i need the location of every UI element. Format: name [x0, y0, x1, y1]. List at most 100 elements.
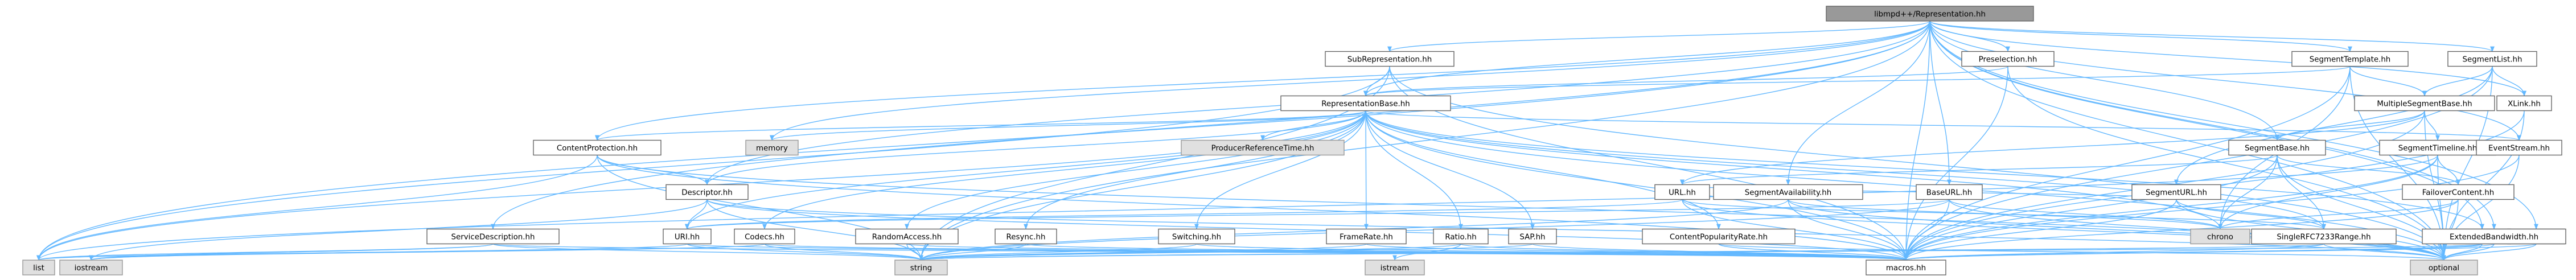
edge-SegmentTimeline-to-macros — [1904, 155, 2438, 261]
node-label-SegmentURL: SegmentURL.hh — [2146, 188, 2207, 197]
node-box-RandomAccess — [855, 228, 959, 245]
edge-root-to-BaseURL — [1929, 20, 1951, 186]
node-RandomAccess[interactable]: RandomAccess.hh — [855, 228, 959, 245]
node-box-ExtendedBandwidth — [2422, 228, 2566, 245]
edge-SegmentURL-to-macros — [1904, 199, 2177, 261]
node-box-SubRepresentation — [1325, 51, 1455, 67]
node-label-istream: istream — [1381, 264, 1410, 273]
node-string: string — [894, 260, 948, 275]
edge-ContentPopularityRate-to-macros — [1718, 243, 1908, 261]
node-memory: memory — [745, 139, 799, 156]
node-box-Resync — [995, 228, 1057, 245]
edge-ServiceDescription-to-string — [492, 243, 923, 261]
node-box-macros — [1866, 260, 1946, 275]
edge-Codecs-to-string — [764, 243, 923, 261]
node-Ratio[interactable]: Ratio.hh — [1433, 228, 1489, 245]
node-box-Switching — [1158, 228, 1235, 245]
node-macros[interactable]: macros.hh — [1866, 260, 1946, 275]
node-URL[interactable]: URL.hh — [1654, 184, 1710, 200]
node-box-URI — [663, 228, 712, 245]
edge-Descriptor-to-macros — [706, 199, 1908, 261]
node-label-Preselection: Preselection.hh — [1979, 55, 2037, 64]
edge-root-to-SubRepresentation — [1387, 20, 1930, 52]
edge-URI-to-string — [687, 243, 923, 261]
node-chrono: chrono — [2190, 228, 2250, 245]
edge-Preselection-to-RepresentationBase — [1363, 65, 2008, 97]
node-SegmentAvailability[interactable]: SegmentAvailability.hh — [1713, 184, 1863, 200]
edge-root-to-ContentProtection — [595, 20, 1930, 141]
edge-FailoverContent-to-macros — [1904, 199, 2459, 261]
node-label-XLink: XLink.hh — [2508, 100, 2541, 108]
node-box-RepresentationBase — [1280, 95, 1451, 112]
edge-ExtendedBandwidth-to-macros — [1904, 243, 2495, 261]
node-RepresentationBase[interactable]: RepresentationBase.hh — [1280, 95, 1451, 112]
node-box-Descriptor — [665, 184, 749, 200]
edge-MultipleSegmentBase-to-URL — [1680, 110, 2425, 186]
node-box-XLink — [2496, 95, 2552, 112]
node-ExtendedBandwidth[interactable]: ExtendedBandwidth.hh — [2422, 228, 2566, 245]
node-Preselection[interactable]: Preselection.hh — [1961, 51, 2055, 67]
node-FailoverContent[interactable]: FailoverContent.hh — [2402, 184, 2515, 200]
edge-BaseURL-to-URI — [685, 199, 1950, 230]
edge-SegmentList-to-MultipleSegmentBase — [2422, 66, 2493, 97]
node-box-list — [22, 260, 55, 275]
node-label-SubRepresentation: SubRepresentation.hh — [1347, 55, 1432, 64]
node-box-SegmentURL — [2131, 184, 2221, 200]
nodes-layer: libmpd++/Representation.hhSubRepresentat… — [22, 6, 2566, 275]
node-box-Ratio — [1433, 228, 1489, 245]
node-ContentProtection[interactable]: ContentProtection.hh — [533, 139, 662, 156]
node-ContentPopularityRate[interactable]: ContentPopularityRate.hh — [1642, 228, 1796, 245]
node-box-SegmentAvailability — [1713, 184, 1863, 200]
edge-SegmentBase-to-URL — [1680, 154, 2278, 186]
node-box-istream — [1365, 260, 1425, 275]
node-SAP[interactable]: SAP.hh — [1508, 228, 1557, 245]
node-Resync[interactable]: Resync.hh — [995, 228, 1057, 245]
node-box-FailoverContent — [2402, 184, 2515, 200]
node-XLink[interactable]: XLink.hh — [2496, 95, 2552, 112]
edge-root-to-list — [36, 20, 1930, 261]
node-SingleRFC7233Range[interactable]: SingleRFC7233Range.hh — [2251, 228, 2397, 245]
node-EventStream[interactable]: EventStream.hh — [2476, 139, 2562, 156]
node-SegmentBase[interactable]: SegmentBase.hh — [2228, 139, 2326, 156]
edge-RepresentationBase-to-memory — [770, 110, 1366, 141]
edge-root-to-SegmentAvailability — [1786, 20, 1930, 186]
node-SegmentTemplate[interactable]: SegmentTemplate.hh — [2291, 51, 2409, 67]
node-SegmentList[interactable]: SegmentList.hh — [2447, 51, 2537, 67]
node-label-RandomAccess: RandomAccess.hh — [872, 233, 942, 241]
node-BaseURL[interactable]: BaseURL.hh — [1916, 184, 1983, 200]
edge-RepresentationBase-to-RandomAccess — [905, 110, 1366, 230]
edge-EventStream-to-macros — [1904, 155, 2520, 261]
edge-SegmentBase-to-macros — [1904, 155, 2278, 261]
edge-RepresentationBase-to-Label — [1365, 110, 2484, 230]
node-ServiceDescription[interactable]: ServiceDescription.hh — [426, 228, 560, 245]
node-root[interactable]: libmpd++/Representation.hh — [1826, 6, 2034, 22]
edge-Subset-to-optional — [2442, 243, 2537, 261]
node-label-MultipleSegmentBase: MultipleSegmentBase.hh — [2377, 100, 2472, 108]
edge-SegmentList-to-XLink — [2492, 66, 2526, 97]
edge-RepresentationBase-to-macros — [1365, 110, 1908, 261]
node-Codecs[interactable]: Codecs.hh — [734, 228, 795, 245]
node-SubRepresentation[interactable]: SubRepresentation.hh — [1325, 51, 1455, 67]
node-Switching[interactable]: Switching.hh — [1158, 228, 1235, 245]
node-URI[interactable]: URI.hh — [663, 228, 712, 245]
edge-RepresentationBase-to-Codecs — [762, 110, 1366, 230]
edge-SingleRFC7233Range-to-macros — [1904, 243, 2324, 261]
node-FrameRate[interactable]: FrameRate.hh — [1326, 228, 1407, 245]
node-label-ProducerReferenceTime: ProducerReferenceTime.hh — [1211, 144, 1314, 153]
node-label-RepresentationBase: RepresentationBase.hh — [1321, 100, 1410, 108]
node-Descriptor[interactable]: Descriptor.hh — [665, 184, 749, 200]
edge-Ratio-to-istream — [1392, 244, 1461, 261]
node-label-Switching: Switching.hh — [1172, 233, 1221, 241]
edge-RepresentationBase-to-SingleRFC7233Range — [1365, 110, 2326, 230]
edge-Switching-to-macros — [1196, 243, 1908, 261]
node-SegmentURL[interactable]: SegmentURL.hh — [2131, 184, 2221, 200]
node-label-FrameRate: FrameRate.hh — [1340, 233, 1393, 241]
node-MultipleSegmentBase[interactable]: MultipleSegmentBase.hh — [2354, 95, 2495, 112]
edge-SegmentAvailability-to-chrono — [1788, 199, 2222, 230]
node-label-Descriptor: Descriptor.hh — [681, 188, 733, 197]
edge-SegmentTimeline-to-FailoverContent — [2437, 155, 2460, 186]
node-label-memory: memory — [756, 144, 788, 153]
edge-root-to-SegmentBase — [1929, 20, 2279, 141]
edge-RepresentationBase-to-EventStream — [1365, 110, 2521, 141]
